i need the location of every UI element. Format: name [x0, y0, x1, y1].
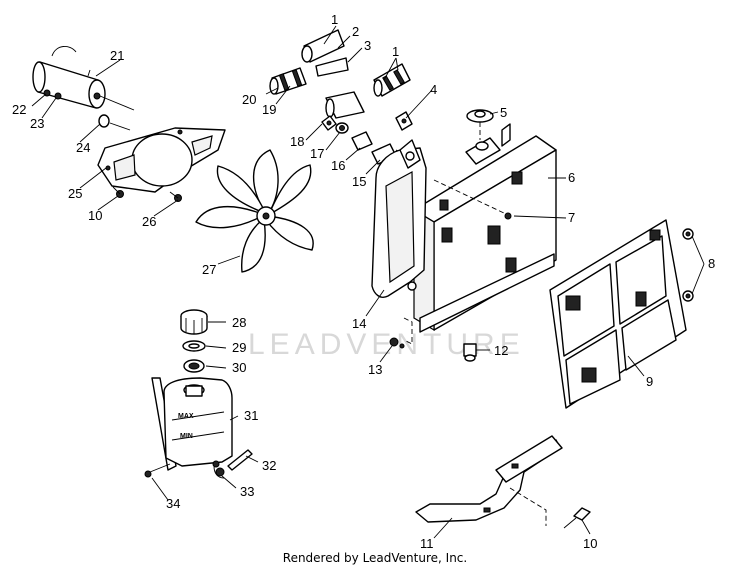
callout-22: 22 — [12, 102, 26, 117]
callout-29: 29 — [232, 340, 246, 355]
lower-hose — [325, 91, 365, 119]
leader-lines — [31, 25, 705, 539]
screw-34 — [144, 463, 171, 478]
callout-21: 21 — [110, 48, 124, 63]
gasket-29 — [182, 340, 206, 352]
callout-20: 20 — [242, 92, 256, 107]
callout-12: 12 — [494, 343, 508, 358]
callout-16: 16 — [331, 158, 345, 173]
tank-min-mark: MIN — [180, 433, 193, 440]
callout-23: 23 — [30, 116, 44, 131]
hose-3 — [315, 57, 349, 77]
callout-25: 25 — [68, 186, 82, 201]
callout-labels: 1 2 3 1 4 5 6 7 8 9 10 10 11 12 13 14 15… — [12, 12, 715, 551]
radiator-cap — [466, 109, 494, 140]
callout-15: 15 — [352, 174, 366, 189]
coolant-tank: MAX MIN — [151, 377, 233, 479]
hose-1-right — [373, 63, 411, 97]
callout-24: 24 — [76, 140, 90, 155]
callout-8: 8 — [708, 256, 715, 271]
callout-32: 32 — [262, 458, 276, 473]
callout-26: 26 — [142, 214, 156, 229]
callout-28: 28 — [232, 315, 246, 330]
callout-1-right: 1 — [392, 44, 399, 59]
radiator-shroud — [371, 139, 427, 298]
fan-bracket — [97, 127, 226, 193]
callout-10-left: 10 — [88, 208, 102, 223]
callout-27: 27 — [202, 262, 216, 277]
upper-hose-1 — [301, 29, 345, 63]
clip-13 — [389, 317, 413, 349]
callout-33: 33 — [240, 484, 254, 499]
fan-motor — [32, 46, 135, 111]
lower-bracket — [415, 435, 563, 526]
radiator-screen — [549, 219, 687, 409]
screen-grommets — [682, 228, 694, 302]
callout-19: 19 — [262, 102, 276, 117]
radiator — [413, 123, 557, 333]
motor-nuts — [43, 89, 131, 131]
callout-4: 4 — [430, 82, 437, 97]
callout-2: 2 — [352, 24, 359, 39]
seal-30 — [183, 359, 205, 373]
callout-9: 9 — [646, 374, 653, 389]
nut-12 — [463, 343, 477, 362]
callout-6: 6 — [568, 170, 575, 185]
tank-max-mark: MAX — [178, 413, 194, 420]
tank-cap-28 — [180, 309, 208, 335]
callout-3: 3 — [364, 38, 371, 53]
callout-34: 34 — [166, 496, 180, 511]
bracket-screw-10 — [563, 507, 591, 529]
callout-17: 17 — [310, 146, 324, 161]
hose-15-16 — [351, 131, 411, 165]
fan-blade — [195, 149, 314, 273]
callout-5: 5 — [500, 105, 507, 120]
callout-14: 14 — [352, 316, 366, 331]
callout-30: 30 — [232, 360, 246, 375]
callout-10-bottom: 10 — [583, 536, 597, 551]
callout-18: 18 — [290, 134, 304, 149]
clamp-33 — [215, 467, 225, 477]
watermark-text: LEADVENTURE — [248, 328, 525, 361]
hose-19-20 — [269, 67, 307, 95]
render-credit: Rendered by LeadVenture, Inc. — [282, 551, 468, 565]
hose-clamps-17-18 — [321, 115, 349, 134]
callout-1-top: 1 — [331, 12, 338, 27]
callout-13: 13 — [368, 362, 382, 377]
callout-11: 11 — [420, 536, 434, 551]
overflow-hose-32 — [227, 449, 253, 471]
bracket-screws — [112, 186, 182, 202]
callout-7: 7 — [568, 210, 575, 225]
callout-31: 31 — [244, 408, 258, 423]
